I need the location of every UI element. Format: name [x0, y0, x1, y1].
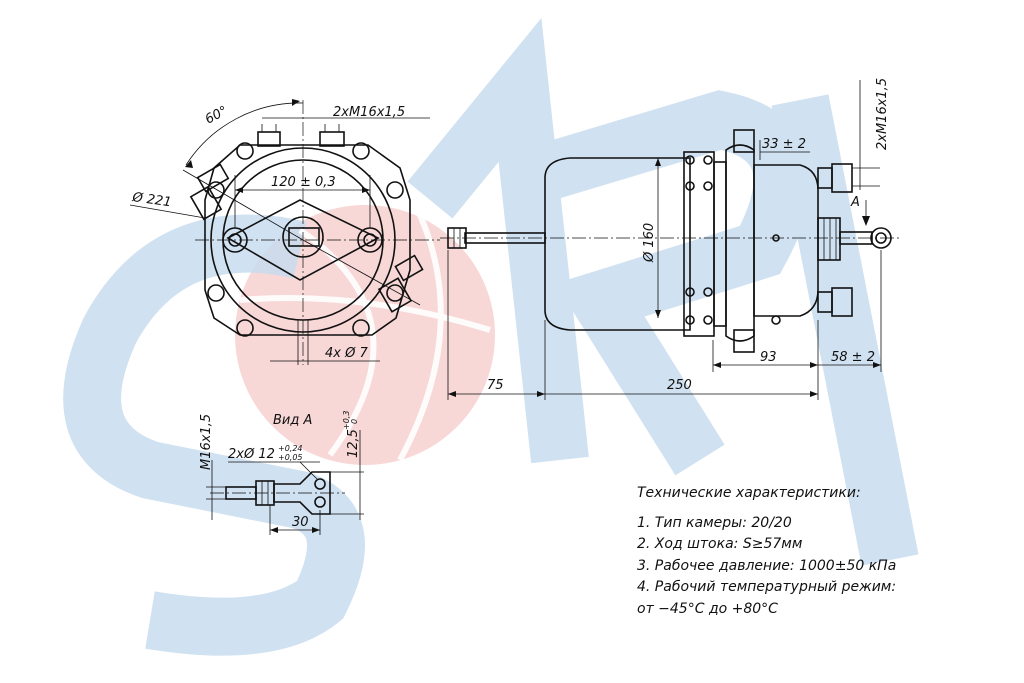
view-a-clevis-tol-lower: +0,05 — [278, 453, 303, 462]
holes-label: 4x Ø 7 — [325, 346, 368, 361]
side-port-top — [817, 163, 853, 193]
specs-item: 1. Тип камеры: 20/20 — [637, 514, 792, 531]
clamp-band-bottom — [733, 329, 755, 353]
push-rod-clevis — [447, 227, 467, 249]
release-bolt-shaft — [839, 231, 873, 245]
diameter-221-leader — [129, 204, 206, 219]
watermark-letters — [63, 18, 919, 656]
clamp-band-top — [733, 129, 755, 153]
dim-75-label: 75 — [487, 378, 504, 393]
front-pushrod-boss — [282, 216, 324, 258]
release-bolt-eye — [870, 227, 892, 249]
specs-item: 2. Ход штока: S≥57мм — [637, 536, 803, 552]
view-a-detail: Вид А M16x1,5 2xØ 12 +0,24 +0,05 12,5 +0… — [199, 411, 364, 535]
specs-item: 4. Рабочий температурный режим: — [637, 579, 897, 595]
specifications-block: Технические характеристики: 1. Тип камер… — [637, 483, 967, 620]
dim-250-label: 250 — [667, 378, 692, 393]
service-chamber-body — [544, 157, 691, 331]
watermark-globe-meridians — [239, 213, 491, 462]
front-view: 60° 2xM16x1,5 Ø 221 120 ± 0,3 4x Ø 7 — [129, 99, 440, 365]
specs-title: Технические характеристики: — [637, 485, 861, 501]
view-a-marker: A — [850, 195, 860, 210]
body-diameter-label: Ø 160 — [642, 223, 657, 263]
view-a-title: Вид А — [273, 413, 312, 428]
front-fitting-left — [189, 163, 230, 221]
side-port-bottom — [817, 287, 853, 317]
front-fitting-right — [377, 254, 424, 313]
front-outer-circle — [210, 147, 396, 333]
front-housing-ears — [207, 142, 404, 337]
dim-58-label: 58 ± 2 — [831, 350, 875, 365]
diameter-221-label: Ø 221 — [130, 190, 172, 210]
angle-arc — [185, 102, 304, 166]
side-thread-label: 2xM16x1,5 — [875, 78, 890, 150]
front-pushrod-clevis — [288, 227, 320, 247]
front-housing-outline — [204, 144, 411, 336]
view-a-pin — [314, 478, 326, 490]
bolt-spacing-label: 120 ± 0,3 — [271, 175, 336, 190]
view-a-dim-12-5-tol-lower: 0 — [350, 419, 359, 424]
view-a-clevis-tol-upper: +0,24 — [278, 444, 303, 453]
watermark-logo — [63, 18, 919, 656]
view-a-dim-12-5: 12,5 — [346, 429, 361, 458]
dim-93-label: 93 — [760, 350, 777, 365]
side-view: Ø 160 33 ± 2 2xM16x1,5 A 93 58 ± 2 — [440, 78, 900, 400]
specs-item: от −45°С до +80°С — [637, 600, 778, 617]
flange-bolts — [685, 155, 713, 325]
stroke-label: 33 ± 2 — [762, 137, 806, 152]
spring-chamber-vent — [772, 234, 780, 242]
front-thread-label: 2xM16x1,5 — [333, 105, 405, 120]
view-a-thread-label: M16x1,5 — [199, 414, 214, 470]
view-a-dim-30: 30 — [292, 515, 309, 530]
front-top-ports — [257, 124, 345, 147]
front-mounting-plate — [226, 199, 380, 281]
angle-label: 60° — [203, 103, 230, 127]
spring-chamber-body — [753, 164, 819, 317]
view-a-clevis-label: 2xØ 12 — [228, 447, 275, 462]
specs-item: 3. Рабочее давление: 1000±50 кПа — [637, 557, 897, 574]
view-a-dim-12-5-tol-upper: +0,3 — [342, 411, 351, 430]
